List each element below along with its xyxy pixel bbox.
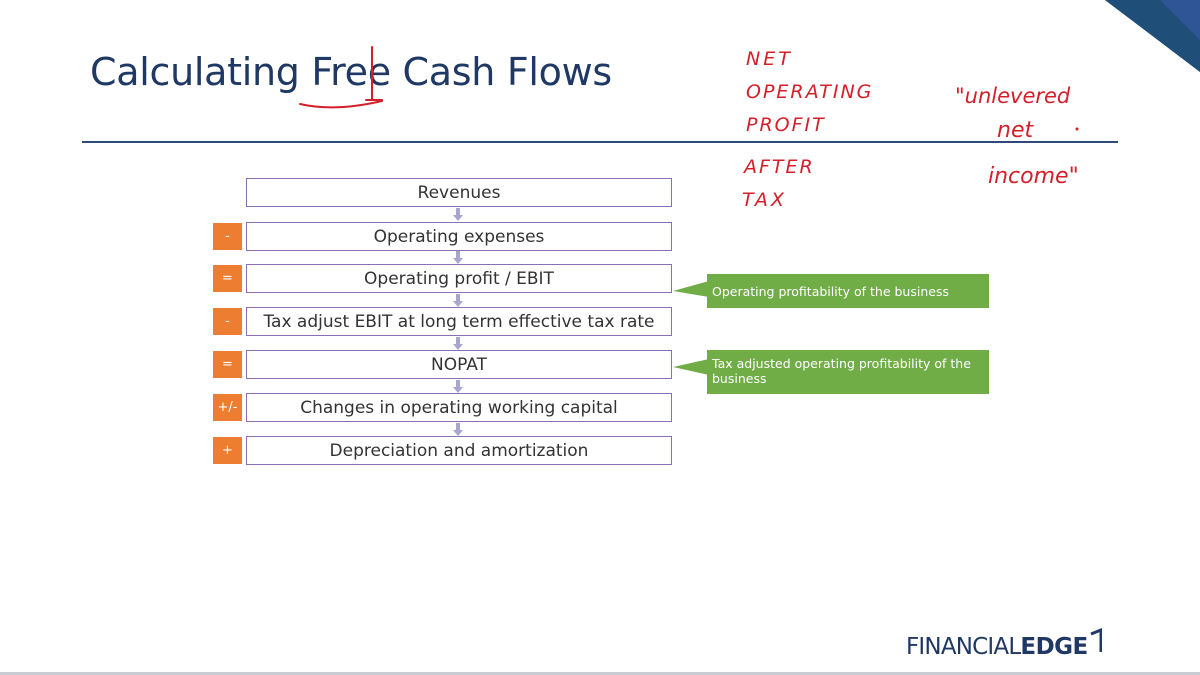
down-arrow-icon <box>453 251 463 264</box>
operator-plus-badge: + <box>213 437 242 464</box>
operator-minus-badge: - <box>213 223 242 250</box>
flow-step-depreciation: Depreciation and amortization <box>246 436 672 465</box>
hand-net: NET <box>746 48 793 70</box>
flow-step-working-capital: Changes in operating working capital <box>246 393 672 422</box>
callout-pointer-nopat <box>673 359 709 375</box>
down-arrow-icon <box>453 380 463 393</box>
logo-mark-icon <box>1090 628 1102 652</box>
financial-edge-logo: FINANCIAL EDGE <box>906 628 1102 660</box>
callout-pointer-ebit <box>673 281 709 297</box>
callout-nopat: Tax adjusted operating profitability of … <box>707 350 989 394</box>
flow-step-revenues: Revenues <box>246 178 672 207</box>
flow-step-operating-expenses: Operating expenses <box>246 222 672 251</box>
down-arrow-icon <box>453 337 463 350</box>
operator-equals-badge: = <box>213 265 242 292</box>
down-arrow-icon <box>453 423 463 436</box>
hand-income: income" <box>988 164 1079 189</box>
flow-step-nopat: NOPAT <box>246 350 672 379</box>
title-divider <box>82 141 1118 143</box>
flow-step-tax-adjust: Tax adjust EBIT at long term effective t… <box>246 307 672 336</box>
operator-equals-badge: = <box>213 351 242 378</box>
operator-minus-badge: - <box>213 308 242 335</box>
down-arrow-icon <box>453 294 463 307</box>
hand-profit: PROFIT <box>746 114 826 136</box>
logo-text-edge: EDGE <box>1020 634 1088 660</box>
bottom-border <box>0 672 1200 675</box>
hand-net-2: net <box>997 118 1034 143</box>
hand-unlevered: "unlevered <box>955 84 1071 108</box>
hand-after: AFTER <box>742 156 815 178</box>
hand-tax: TAX <box>742 189 787 211</box>
slide-title: Calculating Free Cash Flows <box>90 50 612 94</box>
free-underline-stroke <box>299 100 383 109</box>
hand-dot <box>1075 127 1079 131</box>
hand-operating: OPERATING <box>746 81 873 103</box>
operator-plus-minus-badge: +/- <box>213 394 242 421</box>
down-arrow-icon <box>453 208 463 221</box>
flow-step-ebit: Operating profit / EBIT <box>246 264 672 293</box>
callout-ebit: Operating profitability of the business <box>707 274 989 308</box>
logo-text-financial: FINANCIAL <box>906 634 1021 660</box>
